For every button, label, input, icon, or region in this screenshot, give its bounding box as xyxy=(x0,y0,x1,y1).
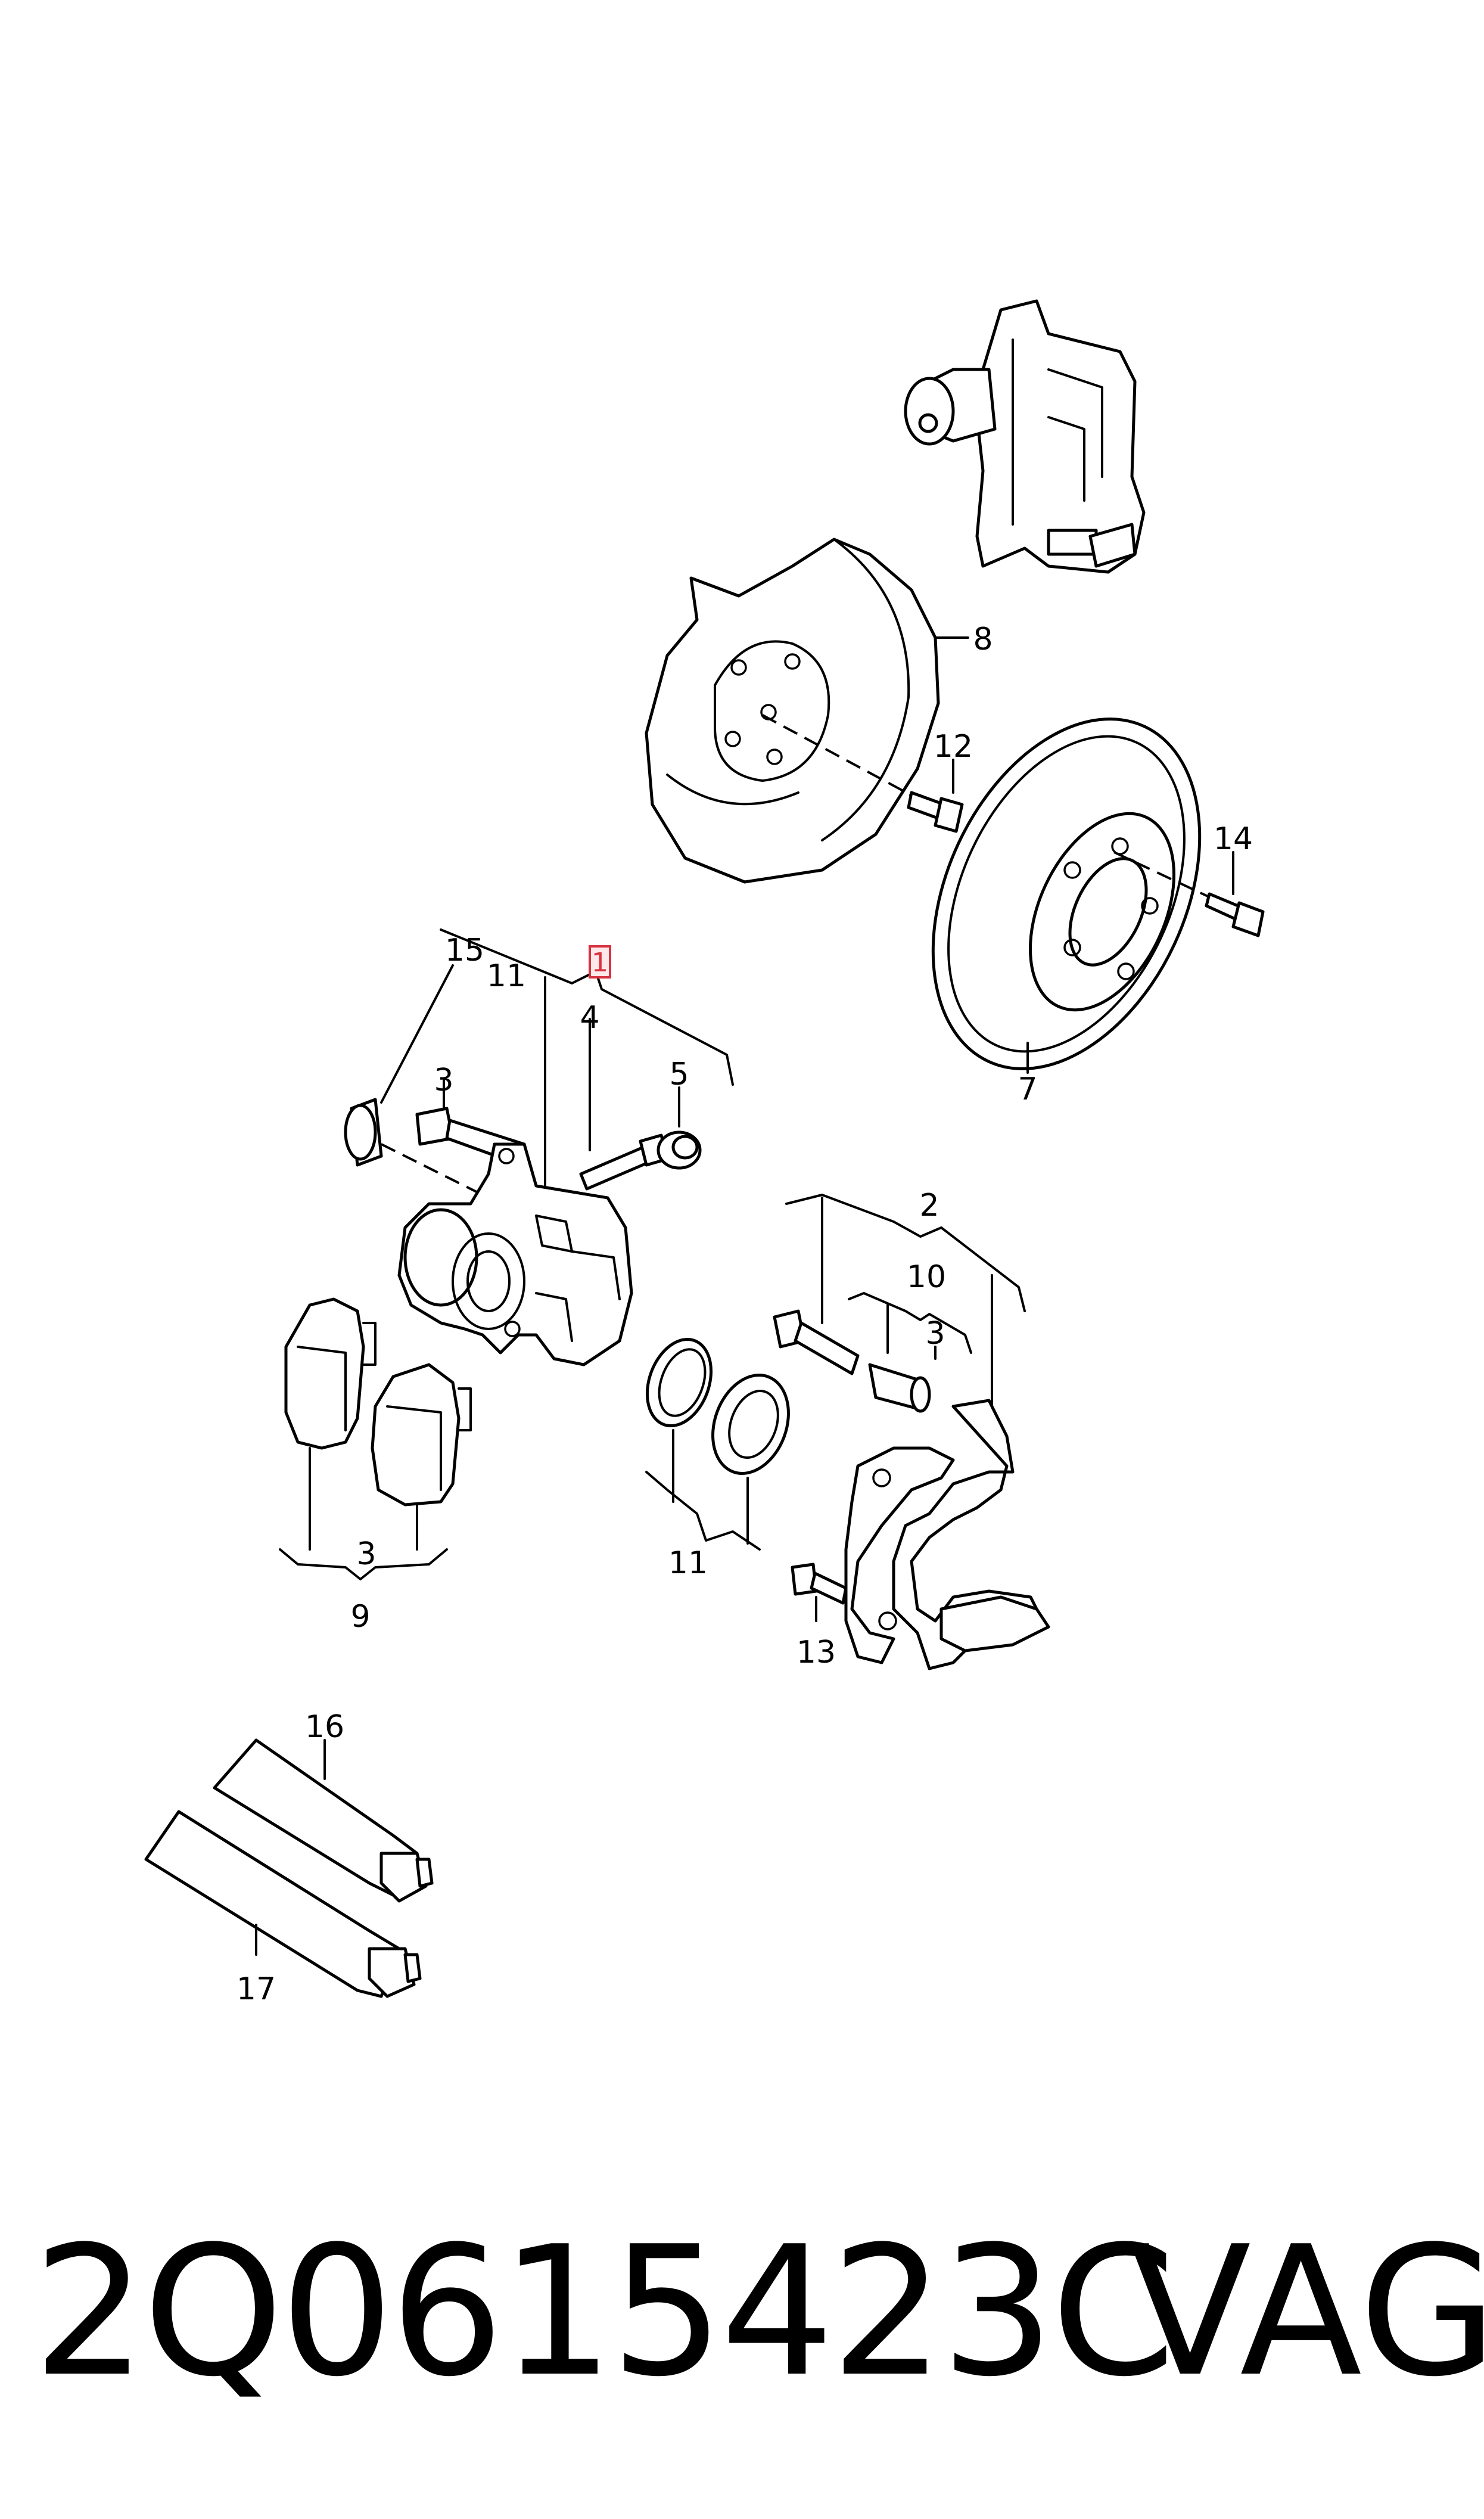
callout-1[interactable]: 1 xyxy=(592,948,608,978)
callout-7: 7 xyxy=(1018,1071,1037,1107)
brand-label: VAG xyxy=(1129,2208,1484,2416)
callout-4: 4 xyxy=(580,1000,599,1036)
callout-8: 8 xyxy=(973,622,993,657)
callout-3-lower: 3 xyxy=(925,1316,945,1352)
callout-11-lower: 11 xyxy=(668,1545,708,1581)
callout-10: 10 xyxy=(907,1259,946,1295)
caliper-body xyxy=(397,1142,633,1366)
splash-shield xyxy=(645,538,940,884)
brake-pad-left xyxy=(284,1297,377,1450)
callout-13: 13 xyxy=(797,1635,836,1670)
callout-2: 2 xyxy=(919,1188,939,1223)
callout-12: 12 xyxy=(934,729,973,765)
callout-14: 14 xyxy=(1214,821,1253,857)
callout-bracket-1 xyxy=(380,928,734,1223)
callout-17: 17 xyxy=(237,1971,276,2007)
callout-labels: 1 8 12 14 7 15 11 4 3 5 2 10 3 3 9 11 13… xyxy=(237,622,1253,2007)
bolt-3-lower xyxy=(773,1309,860,1375)
parts-diagram: 1 8 12 14 7 15 11 4 3 5 2 10 3 3 9 11 13… xyxy=(144,299,1265,2007)
cap-5 xyxy=(657,1130,702,1170)
callout-bracket-2 xyxy=(785,1194,1026,1420)
callout-1-highlight[interactable] xyxy=(589,945,611,979)
callout-bracket-11 xyxy=(645,1429,761,1551)
brake-pad-right xyxy=(371,1363,472,1507)
leader-lines xyxy=(255,636,1234,1956)
guide-bushing xyxy=(868,1363,931,1413)
caliper-assembly-top xyxy=(904,299,1146,574)
grease-tube-16 xyxy=(213,1738,434,1903)
bolt-13 xyxy=(791,1563,848,1605)
grease-tube-17 xyxy=(144,1810,422,1998)
callout-5: 5 xyxy=(669,1057,689,1092)
callout-15: 15 xyxy=(445,933,484,968)
callout-bracket-9 xyxy=(279,1447,448,1580)
cap-15 xyxy=(344,1098,489,1199)
callout-3-pads: 3 xyxy=(356,1536,376,1572)
caliper-carrier xyxy=(844,1399,1050,1670)
callout-9: 9 xyxy=(350,1599,370,1635)
bearing-ring xyxy=(711,1374,790,1475)
guide-pin-4 xyxy=(579,1133,669,1191)
bolt-12 xyxy=(762,714,964,833)
screw-14 xyxy=(1113,851,1265,937)
seal-ring xyxy=(645,1337,713,1428)
part-number: 2Q0615423C xyxy=(33,2208,1176,2416)
callout-16: 16 xyxy=(305,1709,344,1745)
callout-11-upper: 11 xyxy=(487,958,526,994)
callout-3-upper: 3 xyxy=(434,1063,453,1098)
